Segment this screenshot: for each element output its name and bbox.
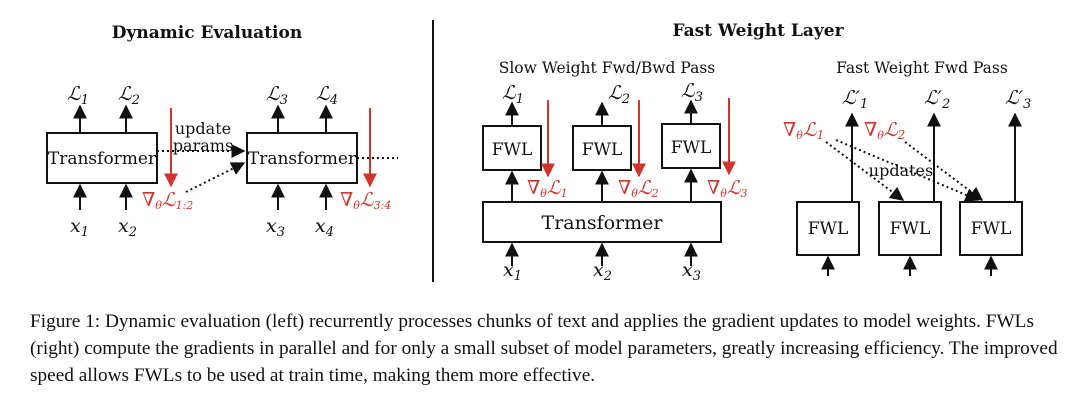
input-label-4: x4 <box>315 215 334 240</box>
slow-fwl-box-1 <box>482 125 542 171</box>
fast-grad-label-2: ∇θℒ2 <box>864 119 905 142</box>
fast-loss-label-3: ℒ′3 <box>1005 87 1031 112</box>
loss-label-3: ℒ3 <box>266 83 288 108</box>
fast-update-arrow-2 <box>835 139 980 202</box>
slow-input-label-1: x1 <box>503 259 522 284</box>
input-label-1: x1 <box>70 215 89 240</box>
slow-transformer-label: Transformer <box>542 212 664 234</box>
fast-pass-subtitle: Fast Weight Fwd Pass <box>836 59 1008 77</box>
loss-label-4: ℒ4 <box>316 83 338 108</box>
fast-fwl-label-1: FWL <box>808 219 849 239</box>
loss-label-1: ℒ1 <box>67 83 89 108</box>
fast-fwl-box-1 <box>796 201 860 256</box>
fast-loss-label-2: ℒ′2 <box>924 87 950 112</box>
fast-fwl-box-2 <box>878 201 942 256</box>
fast-grad-label-1: ∇θℒ1 <box>783 119 824 142</box>
slow-loss-label-1: ℒ1 <box>502 82 524 107</box>
fast-loss-label-1: ℒ′1 <box>842 87 868 112</box>
update-label: update <box>175 119 231 138</box>
input-label-3: x3 <box>266 215 285 240</box>
transformer-label-2: Transformer <box>248 149 357 169</box>
slow-fwl-label-3: FWL <box>671 138 712 158</box>
loss-label-2: ℒ2 <box>118 83 140 108</box>
figure-caption: Figure 1: Dynamic evaluation (left) recu… <box>30 311 1058 386</box>
fast-fwl-label-2: FWL <box>890 219 931 239</box>
transformer-box-1 <box>46 132 158 184</box>
slow-loss-label-2: ℒ2 <box>608 82 630 107</box>
params-label: params <box>173 136 233 155</box>
slow-fwl-box-3 <box>661 123 721 169</box>
slow-grad-label-3: ∇θℒ3 <box>707 177 748 200</box>
transformer-label-1: Transformer <box>48 149 157 169</box>
figure-diagram: Dynamic Evaluation Transformer Transform… <box>46 20 1031 284</box>
slow-input-label-3: x3 <box>682 259 701 284</box>
slow-pass-subtitle: Slow Weight Fwd/Bwd Pass <box>499 59 716 77</box>
left-panel-title: Dynamic Evaluation <box>112 23 302 43</box>
grad-label-2: ∇θℒ3:4 <box>340 189 391 212</box>
slow-grad-label-2: ∇θℒ2 <box>618 177 659 200</box>
grad-update-arrow <box>185 162 246 193</box>
slow-input-label-2: x2 <box>593 259 612 284</box>
fast-fwl-label-3: FWL <box>971 219 1012 239</box>
slow-fwl-label-1: FWL <box>492 140 533 160</box>
fast-update-arrow-1 <box>825 141 905 201</box>
slow-grad-label-1: ∇θℒ1 <box>527 177 568 200</box>
updates-label: updates <box>869 161 933 180</box>
input-label-2: x2 <box>118 215 137 240</box>
fast-update-arrow-3 <box>904 141 984 201</box>
slow-loss-label-3: ℒ3 <box>681 80 703 105</box>
transformer-box-2 <box>246 132 358 184</box>
fast-fwl-box-3 <box>959 201 1023 256</box>
right-panel-title: Fast Weight Layer <box>672 21 844 41</box>
slow-fwl-label-2: FWL <box>582 140 623 160</box>
grad-label-1: ∇θℒ1:2 <box>142 189 193 212</box>
